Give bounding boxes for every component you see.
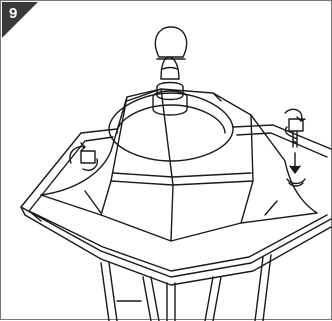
- lantern-roof: [40, 88, 318, 242]
- lantern-frame-posts: [100, 254, 272, 321]
- screw-icon: [284, 108, 306, 148]
- lantern-cap: [108, 26, 234, 162]
- rotate-arrow-icon: [69, 142, 98, 171]
- down-arrow-icon: [286, 152, 306, 187]
- lantern-brim: [20, 124, 332, 286]
- step-number: 9: [9, 5, 18, 22]
- step-badge: 9: [2, 2, 38, 38]
